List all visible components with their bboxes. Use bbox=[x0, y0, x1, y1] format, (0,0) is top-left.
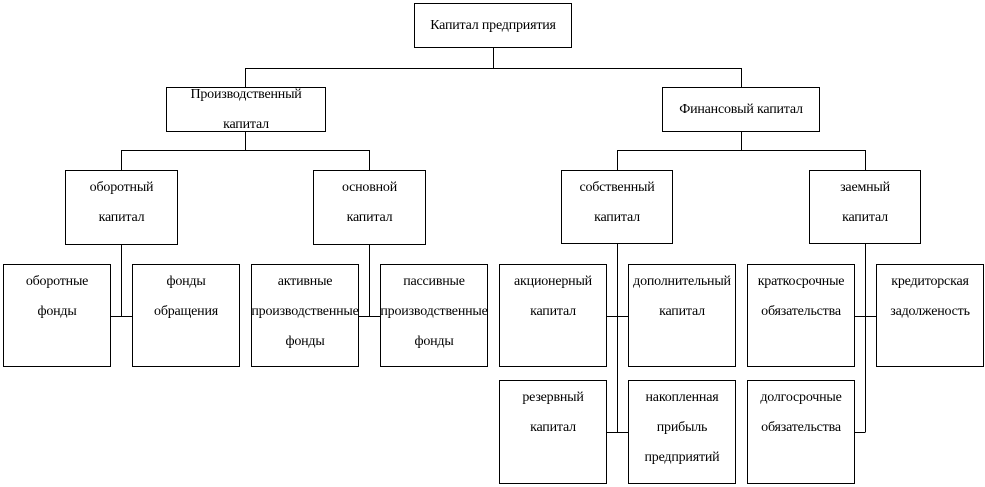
node-borrowed-capital: заемный капитал bbox=[809, 170, 921, 244]
node-working-funds: оборотные фонды bbox=[3, 264, 111, 367]
node-additional-capital: дополнительный капитал bbox=[628, 264, 736, 367]
node-reserve-capital: резервный капитал bbox=[499, 380, 607, 484]
node-retained-profit: накопленная прибыль предприятий bbox=[628, 380, 736, 484]
node-capital-of-enterprise: Капитал предприятия bbox=[414, 3, 572, 48]
node-accounts-payable: кредиторская задолженость bbox=[876, 264, 984, 367]
node-working-capital: оборотный капитал bbox=[65, 170, 178, 245]
node-circulation-funds: фонды обращения bbox=[132, 264, 240, 367]
node-production-capital: Производственный капитал bbox=[166, 87, 326, 132]
node-fixed-capital: основной капитал bbox=[313, 170, 426, 245]
node-share-capital: акционерный капитал bbox=[499, 264, 607, 367]
node-passive-funds: пассивные производственные фонды bbox=[380, 264, 488, 367]
node-own-capital: собственный капитал bbox=[561, 170, 673, 244]
node-financial-capital: Финансовый капитал bbox=[662, 87, 820, 132]
node-short-term-liabilities: краткосрочные обязательства bbox=[747, 264, 855, 367]
node-long-term-liabilities: долгосрочные обязательства bbox=[747, 380, 855, 484]
node-active-funds: активные производственные фонды bbox=[251, 264, 359, 367]
